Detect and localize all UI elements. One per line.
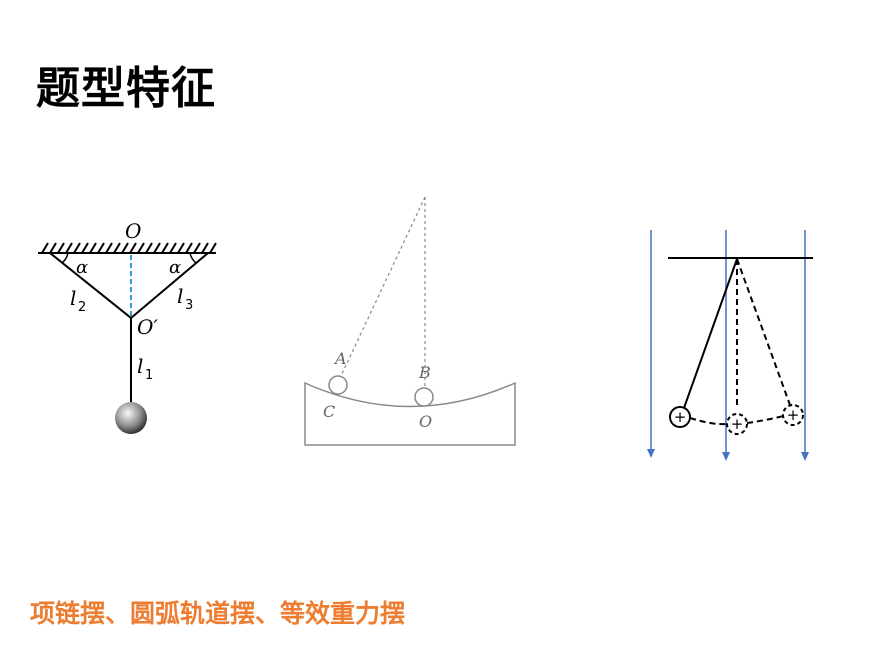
label-A: A xyxy=(333,349,347,368)
hatch-mark xyxy=(81,242,89,254)
label-l2-sub: 2 xyxy=(78,300,86,315)
hatch-mark xyxy=(169,242,177,254)
equivalent-gravity-diagram: + + + xyxy=(647,230,813,461)
label-l1-sub: 1 xyxy=(145,368,153,383)
label-l1: l xyxy=(137,354,143,378)
label-l2: l xyxy=(70,286,76,310)
hatch-mark xyxy=(89,242,97,254)
field-arrow-heads xyxy=(647,449,809,461)
label-B: B xyxy=(418,363,431,382)
dashed-radius-A xyxy=(340,196,426,377)
charge-sign: + xyxy=(674,408,687,426)
hatch-mark xyxy=(153,242,161,254)
slide-title: 题型特征 xyxy=(36,63,216,114)
charge-sign: + xyxy=(787,406,800,424)
hatch-mark xyxy=(105,242,113,254)
hatch-mark xyxy=(137,242,145,254)
label-alpha-right: α xyxy=(169,257,181,278)
track-block xyxy=(304,381,516,446)
string-l2 xyxy=(49,252,132,319)
hatch-mark xyxy=(121,242,129,254)
ball-B xyxy=(414,387,434,407)
label-C: C xyxy=(323,402,335,421)
hatch-mark xyxy=(97,242,105,254)
label-l3: l xyxy=(177,284,183,308)
hatch-mark xyxy=(145,242,153,254)
label-l3-sub: 3 xyxy=(185,298,193,313)
hatch-mark xyxy=(129,242,137,254)
angle-arc-left xyxy=(61,252,69,264)
hatch-mark xyxy=(57,242,65,254)
hatch-mark xyxy=(185,242,193,254)
angle-arc-right xyxy=(189,252,197,264)
hatch-mark xyxy=(201,242,209,254)
label-O: O xyxy=(125,219,141,243)
charge-ball-solid xyxy=(669,406,691,428)
label-O: O xyxy=(419,412,432,431)
hatch-mark xyxy=(73,242,81,254)
label-O-prime: O′ xyxy=(137,315,158,339)
ball-A xyxy=(328,375,348,395)
charge-sign: + xyxy=(731,415,744,433)
hatch-mark xyxy=(177,242,185,254)
string-solid xyxy=(683,258,738,409)
field-lines xyxy=(650,230,806,453)
hatch-mark xyxy=(49,242,57,254)
swing-path xyxy=(689,415,784,426)
ceiling-hatch xyxy=(38,242,217,254)
string-l3 xyxy=(130,252,209,319)
necklace-pendulum-diagram: O α α l 2 l 3 O′ l 1 xyxy=(38,219,217,434)
pendulum-ball xyxy=(115,402,147,434)
hatch-mark xyxy=(65,242,73,254)
arc-track-diagram: A B C O xyxy=(304,196,516,446)
hatch-mark xyxy=(41,242,49,254)
slide-caption: 项链摆、圆弧轨道摆、等效重力摆 xyxy=(30,599,406,628)
string-dashed-right xyxy=(736,258,791,406)
hatch-mark xyxy=(209,242,217,254)
hatch-mark xyxy=(113,242,121,254)
hatch-mark xyxy=(193,242,201,254)
charge-ball-dashed-right xyxy=(782,404,804,426)
hatch-mark xyxy=(161,242,169,254)
charge-ball-dashed-center xyxy=(726,413,748,435)
label-alpha-left: α xyxy=(76,257,88,278)
